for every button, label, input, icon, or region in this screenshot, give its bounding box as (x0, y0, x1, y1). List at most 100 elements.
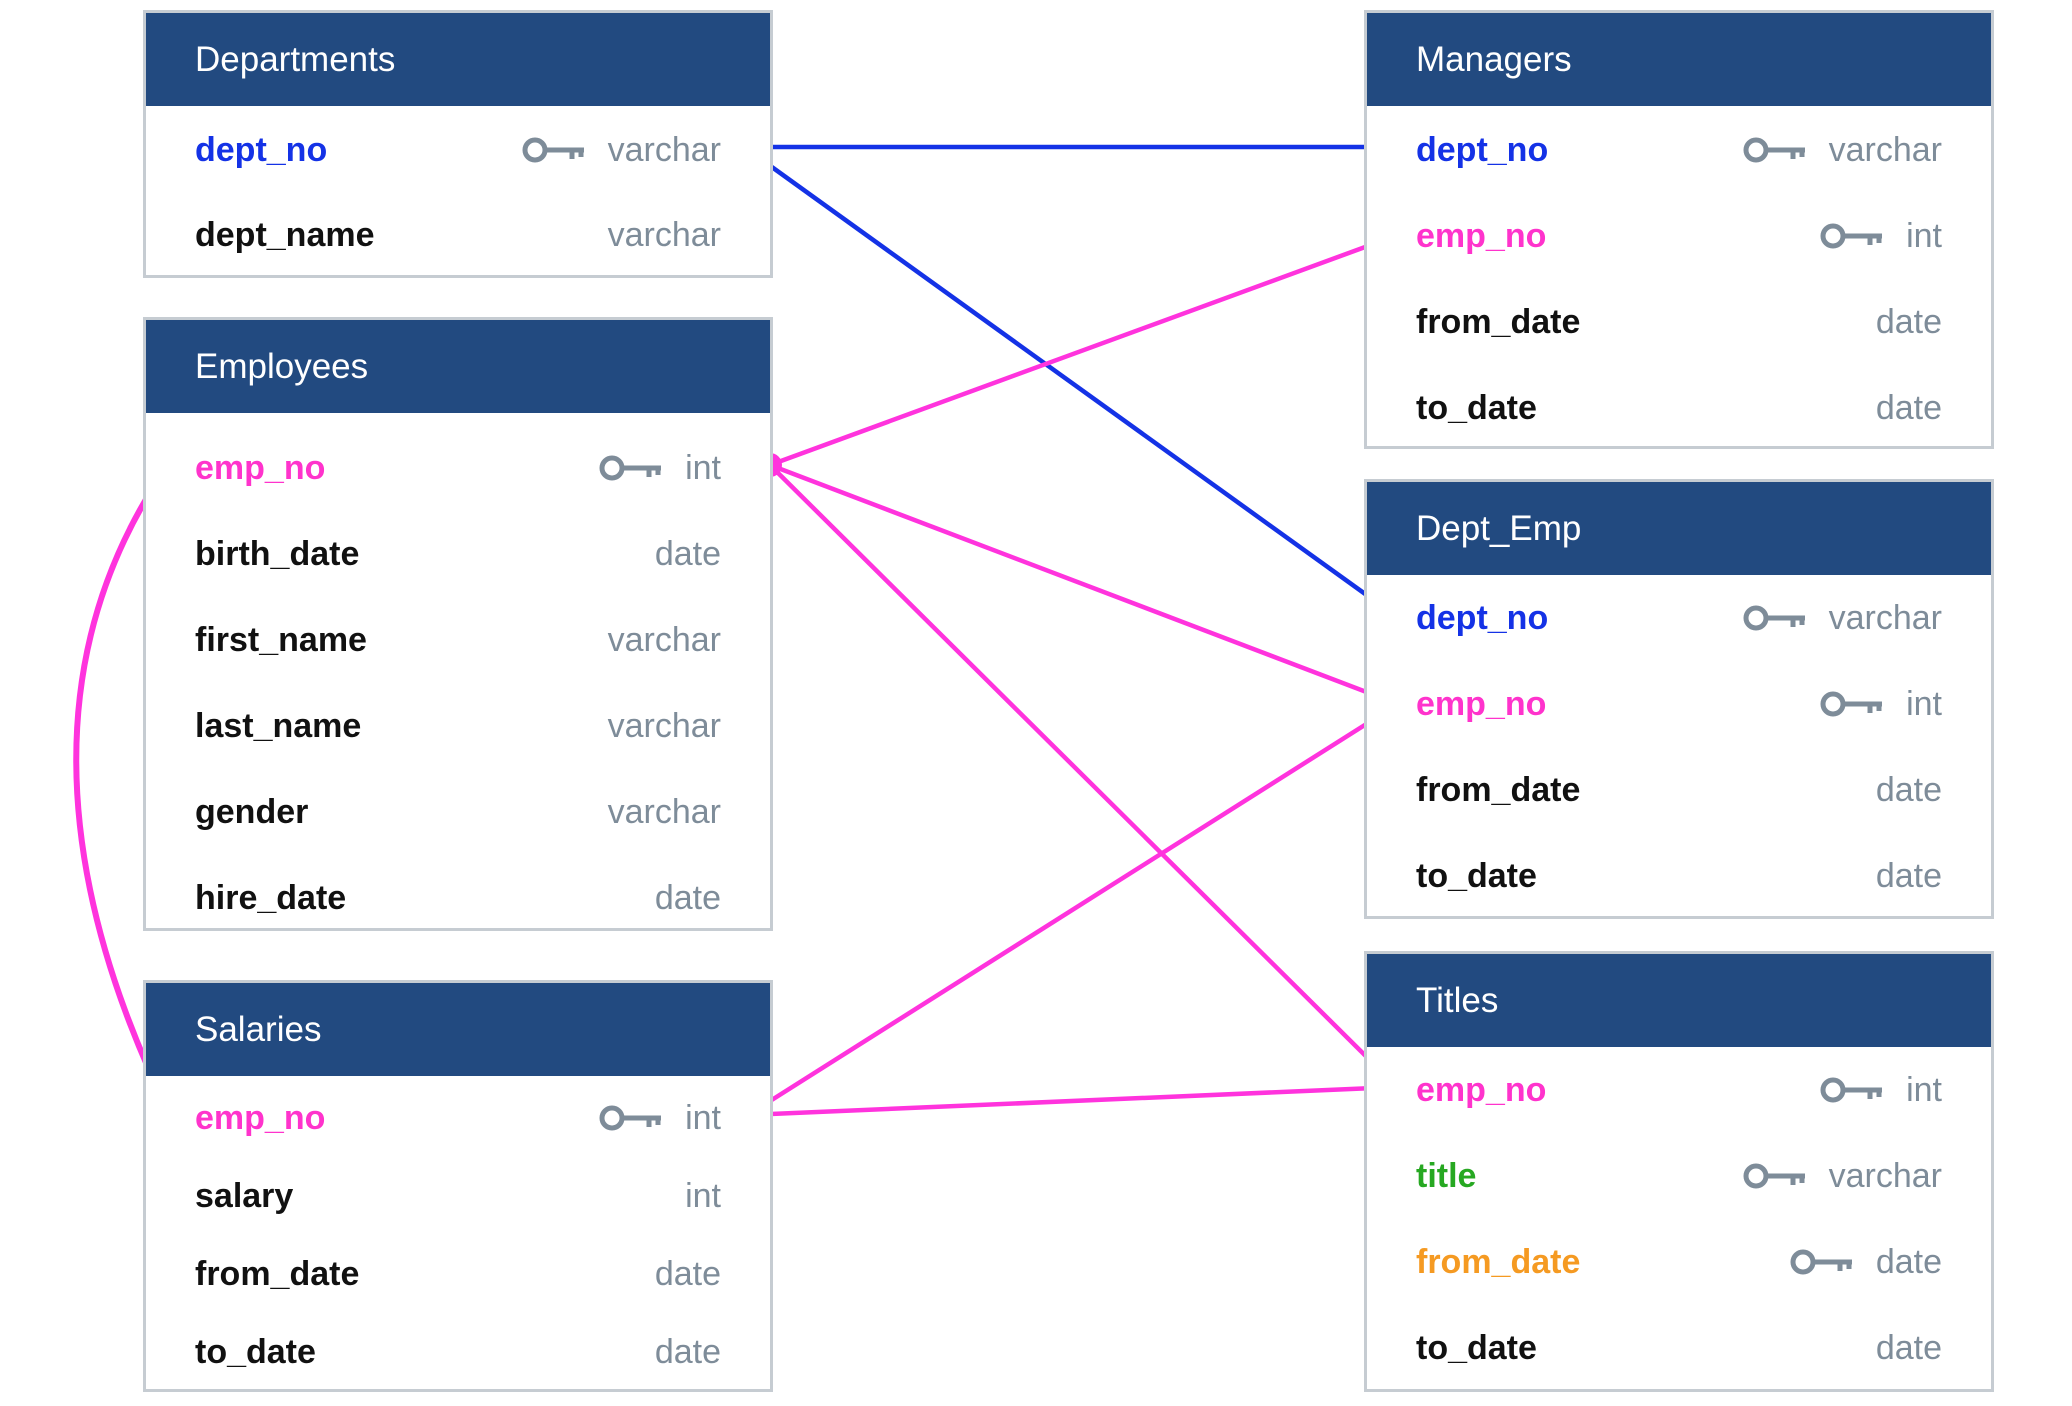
table-title: Departments (146, 13, 770, 106)
field-row[interactable]: hire_date date (146, 868, 770, 928)
field-type: int (685, 448, 721, 487)
field-type: varchar (1828, 1156, 1942, 1195)
field-row[interactable]: gender varchar (146, 782, 770, 842)
field-name: from_date (1416, 1242, 1581, 1281)
table-title-text: Titles (1416, 980, 1499, 1020)
table-managers[interactable]: Managers dept_no varchar emp_no int from… (1364, 10, 1994, 449)
rel-employees-deptemp-emp-no (769, 462, 1399, 707)
field-row[interactable]: title varchar (1367, 1146, 1991, 1206)
field-type: date (1875, 856, 1942, 895)
table-title-text: Dept_Emp (1416, 508, 1582, 548)
field-row[interactable]: dept_no varchar (1367, 588, 1991, 648)
table-titles[interactable]: Titles emp_no int title varchar from_dat… (1364, 951, 1994, 1392)
field-name: to_date (1416, 1328, 1537, 1367)
field-name: to_date (1416, 388, 1537, 427)
field-type: int (1906, 1070, 1942, 1109)
key-icon (1743, 605, 1805, 631)
field-row[interactable]: to_date date (1367, 846, 1991, 906)
field-name: emp_no (1416, 684, 1547, 723)
field-name: birth_date (195, 534, 360, 573)
table-salaries[interactable]: Salaries emp_no int salary int from_date… (143, 980, 773, 1392)
key-icon (599, 1105, 662, 1131)
field-row[interactable]: from_date date (1367, 760, 1991, 820)
field-name: emp_no (1416, 216, 1547, 255)
field-name: dept_no (1416, 598, 1549, 637)
field-row[interactable]: from_date date (146, 1244, 770, 1304)
rel-employees-titles-emp-no (768, 463, 1399, 1089)
field-type: date (1875, 770, 1942, 809)
field-type: date (654, 1254, 721, 1293)
table-dept-emp[interactable]: Dept_Emp dept_no varchar emp_no int from… (1364, 479, 1994, 919)
key-icon (1790, 1249, 1852, 1275)
field-type: date (1875, 388, 1942, 427)
rel-salaries-deptemp-emp-no (746, 702, 1400, 1117)
rel-departments-deptemp-dept-no (742, 145, 1395, 616)
rel-salaries-titles-emp-no (747, 1084, 1398, 1118)
table-departments[interactable]: Departments dept_no varchar dept_name va… (143, 10, 773, 278)
field-name: from_date (195, 1254, 360, 1293)
field-name: first_name (195, 620, 367, 659)
field-type: varchar (607, 130, 721, 169)
field-name: to_date (1416, 856, 1537, 895)
field-type: date (1875, 1242, 1942, 1281)
table-title-text: Salaries (195, 1009, 322, 1049)
key-icon (1743, 137, 1805, 163)
field-row[interactable]: emp_no int (1367, 674, 1991, 734)
field-name: gender (195, 792, 309, 831)
field-type: int (685, 1176, 721, 1215)
field-row[interactable]: dept_name varchar (146, 205, 770, 265)
field-type: int (1906, 216, 1942, 255)
field-row[interactable]: emp_no int (146, 438, 770, 498)
field-row[interactable]: to_date date (1367, 1318, 1991, 1378)
table-title: Titles (1367, 954, 1991, 1047)
field-type: date (1875, 1328, 1942, 1367)
field-row[interactable]: emp_no int (146, 1088, 770, 1148)
field-name: emp_no (195, 448, 326, 487)
field-type: date (1875, 302, 1942, 341)
field-name: dept_no (1416, 130, 1549, 169)
field-type: date (654, 1332, 721, 1371)
table-title: Salaries (146, 983, 770, 1076)
field-type: varchar (1828, 130, 1942, 169)
field-name: emp_no (195, 1098, 326, 1137)
field-type: varchar (1828, 598, 1942, 637)
field-row[interactable]: emp_no int (1367, 1060, 1991, 1120)
key-icon (1820, 1077, 1883, 1103)
field-row[interactable]: birth_date date (146, 524, 770, 584)
field-type: int (1906, 684, 1942, 723)
key-icon (522, 137, 584, 163)
table-title-text: Departments (195, 39, 396, 79)
field-type: varchar (607, 215, 721, 254)
field-type: date (654, 534, 721, 573)
field-row[interactable]: dept_no varchar (146, 120, 770, 180)
field-name: salary (195, 1176, 294, 1215)
field-row[interactable]: dept_no varchar (1367, 120, 1991, 180)
table-title: Managers (1367, 13, 1991, 106)
field-name: hire_date (195, 878, 347, 917)
key-icon (1820, 223, 1883, 249)
field-type: date (654, 878, 721, 917)
key-icon (1820, 691, 1883, 717)
field-name: emp_no (1416, 1070, 1547, 1109)
field-row[interactable]: from_date date (1367, 292, 1991, 352)
field-row[interactable]: from_date date (1367, 1232, 1991, 1292)
table-title-text: Employees (195, 346, 369, 386)
field-name: dept_name (195, 215, 375, 254)
key-icon (1743, 1163, 1805, 1189)
table-employees[interactable]: Employees emp_no int birth_date date fir… (143, 317, 773, 931)
field-type: varchar (607, 792, 721, 831)
field-row[interactable]: to_date date (1367, 378, 1991, 438)
field-row[interactable]: first_name varchar (146, 610, 770, 670)
rel-employees-managers-emp-no (769, 236, 1388, 468)
table-title-text: Managers (1416, 39, 1572, 79)
field-row[interactable]: to_date date (146, 1322, 770, 1382)
field-type: varchar (607, 706, 721, 745)
field-type: varchar (607, 620, 721, 659)
field-name: title (1416, 1156, 1477, 1195)
field-row[interactable]: salary int (146, 1166, 770, 1226)
field-name: from_date (1416, 302, 1581, 341)
field-row[interactable]: last_name varchar (146, 696, 770, 756)
field-type: int (685, 1098, 721, 1137)
table-title: Dept_Emp (1367, 482, 1991, 575)
field-row[interactable]: emp_no int (1367, 206, 1991, 266)
